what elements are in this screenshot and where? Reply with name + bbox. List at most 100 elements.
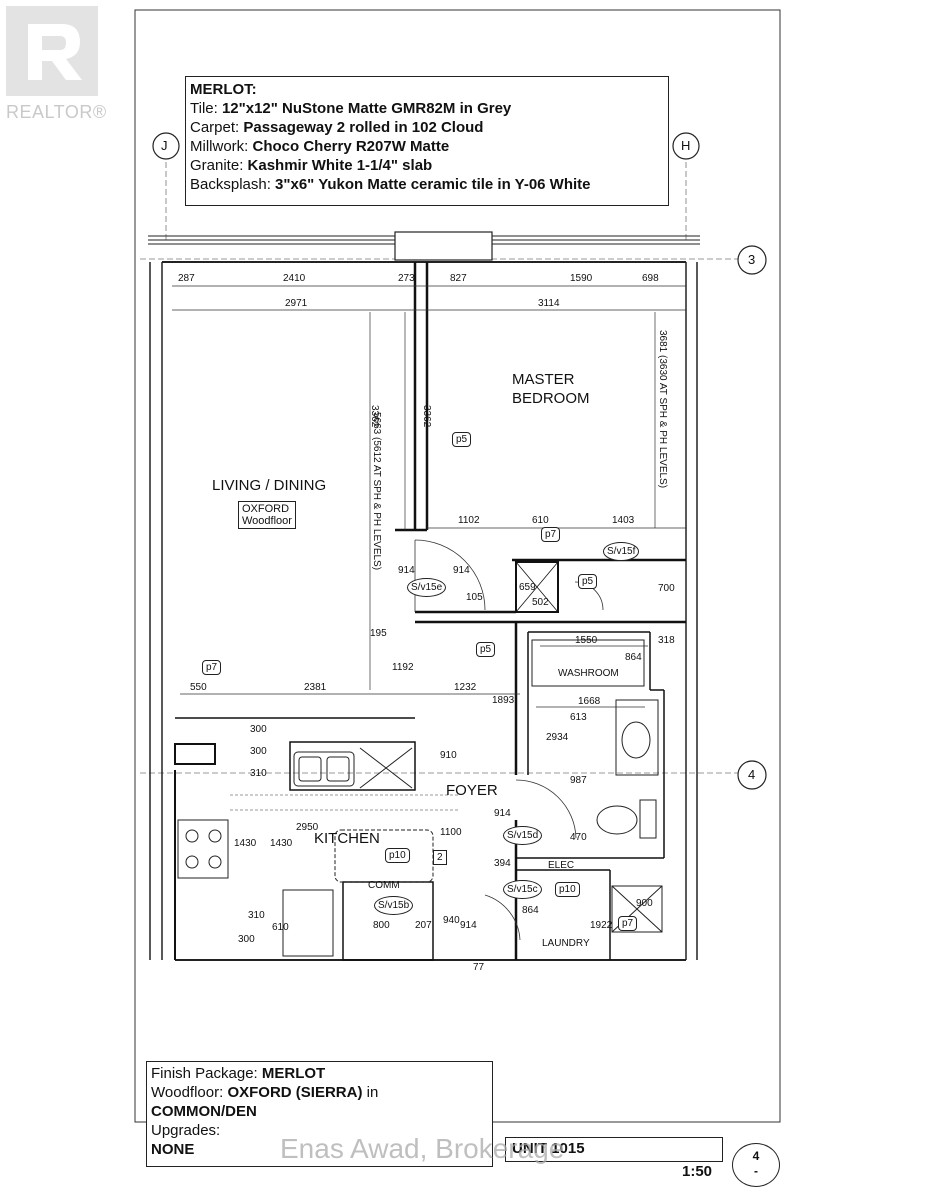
dim-310-a: 310: [250, 768, 267, 779]
dim-800: 800: [373, 920, 390, 931]
dim-287: 287: [178, 273, 195, 284]
fixtures: [177, 639, 663, 957]
dim-940: 940: [443, 915, 460, 926]
dim-864-w: 864: [625, 652, 642, 663]
washroom-label: WASHROOM: [558, 668, 619, 679]
dim-470: 470: [570, 832, 587, 843]
dim-1192: 1192: [392, 662, 414, 673]
dim-318: 318: [658, 635, 675, 646]
dim-2381: 2381: [304, 682, 327, 693]
dim-613: 613: [570, 712, 587, 723]
elec-label: ELEC: [548, 860, 575, 871]
tag-p7-bedroom: p7: [541, 527, 561, 542]
realtor-logo: [6, 6, 98, 96]
foyer-label: FOYER: [446, 782, 498, 799]
spec-title: MERLOT:: [190, 81, 257, 98]
dim-914-k: 914: [494, 808, 511, 819]
spec-millwork: Millwork: Choco Cherry R207W Matte: [190, 138, 450, 155]
dim-77: 77: [473, 962, 485, 973]
realtor-r-icon: [28, 24, 82, 80]
tag-p10-elec: p10: [555, 882, 580, 897]
dim-1430-a: 1430: [234, 838, 257, 849]
dim-1893: 1893: [492, 695, 515, 706]
dim-1100: 1100: [440, 827, 462, 838]
dim-914-b: 914: [453, 565, 470, 576]
grid-label-h: H: [681, 138, 691, 153]
realtor-logo-text: REALTOR®: [6, 102, 107, 122]
kitchen-label: KITCHEN: [314, 830, 380, 847]
drawing-scale: 1:50: [682, 1163, 713, 1180]
tag-sv15e: S/v15e: [407, 578, 447, 597]
dim-300-b: 300: [250, 746, 267, 757]
dim-2971: 2971: [285, 298, 308, 309]
dim-1550: 1550: [575, 635, 598, 646]
tag-p10-kitchen: p10: [385, 848, 410, 863]
dim-3362-right: 3362: [421, 405, 432, 428]
dim-698: 698: [642, 273, 659, 284]
tag-2: 2: [433, 850, 447, 865]
dim-2410: 2410: [283, 273, 306, 284]
dim-207: 207: [415, 920, 432, 931]
finish-package-box: Finish Package: MERLOT Woodfloor: OXFORD…: [146, 1061, 493, 1167]
upgrades-value: NONE: [151, 1141, 195, 1158]
dim-300-c: 300: [238, 934, 255, 945]
tag-sv15f: S/v15f: [603, 542, 640, 561]
dim-3681: 3681 (3630 AT SPH & PH LEVELS): [657, 330, 668, 489]
spec-tile: Tile: 12"x12" NuStone Matte GMR82M in Gr…: [190, 100, 512, 117]
dim-864-l: 864: [522, 905, 539, 916]
comm-label: COMM: [368, 880, 400, 891]
dim-3114: 3114: [538, 298, 560, 309]
tag-sv15b: S/v15b: [374, 896, 414, 915]
dim-2934: 2934: [546, 732, 569, 743]
laundry-label: LAUNDRY: [542, 938, 590, 949]
door-swings: [414, 539, 604, 941]
grid-bubbles: [152, 132, 767, 790]
unit-number-box: UNIT 1015: [505, 1137, 723, 1162]
spec-granite: Granite: Kashmir White 1-1/4" slab: [190, 157, 433, 174]
dim-1922: 1922: [590, 920, 613, 931]
sheet-number-bubble: 4 -: [732, 1143, 780, 1187]
dim-1590: 1590: [570, 273, 593, 284]
grid-label-4: 4: [748, 767, 756, 782]
dim-105: 105: [466, 592, 483, 603]
tag-p7-living: p7: [202, 660, 222, 675]
dim-910: 910: [440, 750, 457, 761]
dim-273: 273: [398, 273, 415, 284]
dim-659: 659: [519, 582, 536, 593]
interior-walls: [174, 262, 686, 961]
dim-610-k: 610: [272, 922, 289, 933]
dim-550: 550: [190, 682, 207, 693]
dim-2950: 2950: [296, 822, 319, 833]
dim-502: 502: [532, 597, 549, 608]
tag-p5-closet: p5: [578, 574, 598, 589]
spec-carpet: Carpet: Passageway 2 rolled in 102 Cloud: [190, 119, 484, 136]
dim-987: 987: [570, 775, 587, 786]
grid-label-3: 3: [748, 252, 756, 267]
dim-5663: 5663 (5612 AT SPH & PH LEVELS): [371, 412, 382, 571]
tag-p5-bedroom: p5: [452, 432, 472, 447]
dim-914-bottom: 914: [460, 920, 477, 931]
dim-310-b: 310: [248, 910, 265, 921]
upgrades-line: Upgrades:: [151, 1122, 221, 1139]
spec-backsplash: Backsplash: 3"x6" Yukon Matte ceramic ti…: [190, 176, 591, 193]
woodfloor-line: Woodfloor: OXFORD (SIERRA) in: [151, 1084, 379, 1101]
dim-700: 700: [658, 583, 675, 594]
dim-1430-b: 1430: [270, 838, 293, 849]
dim-610: 610: [532, 515, 549, 526]
finish-spec-box: MERLOT: Tile: 12"x12" NuStone Matte GMR8…: [185, 76, 669, 206]
tag-p5-hall: p5: [476, 642, 496, 657]
living-dining-label: LIVING / DINING: [212, 477, 327, 494]
tag-p7-laundry: p7: [618, 916, 638, 931]
dim-914-a: 914: [398, 565, 415, 576]
tag-sv15d: S/v15d: [503, 826, 543, 845]
tag-sv15c: S/v15c: [503, 880, 542, 899]
dim-1668: 1668: [578, 696, 601, 707]
common-den-line: COMMON/DEN: [151, 1103, 257, 1120]
grid-label-j: J: [161, 138, 168, 153]
dimension-lines: [172, 285, 686, 708]
finish-package-line: Finish Package: MERLOT: [151, 1065, 326, 1082]
dim-900: 900: [636, 898, 653, 909]
